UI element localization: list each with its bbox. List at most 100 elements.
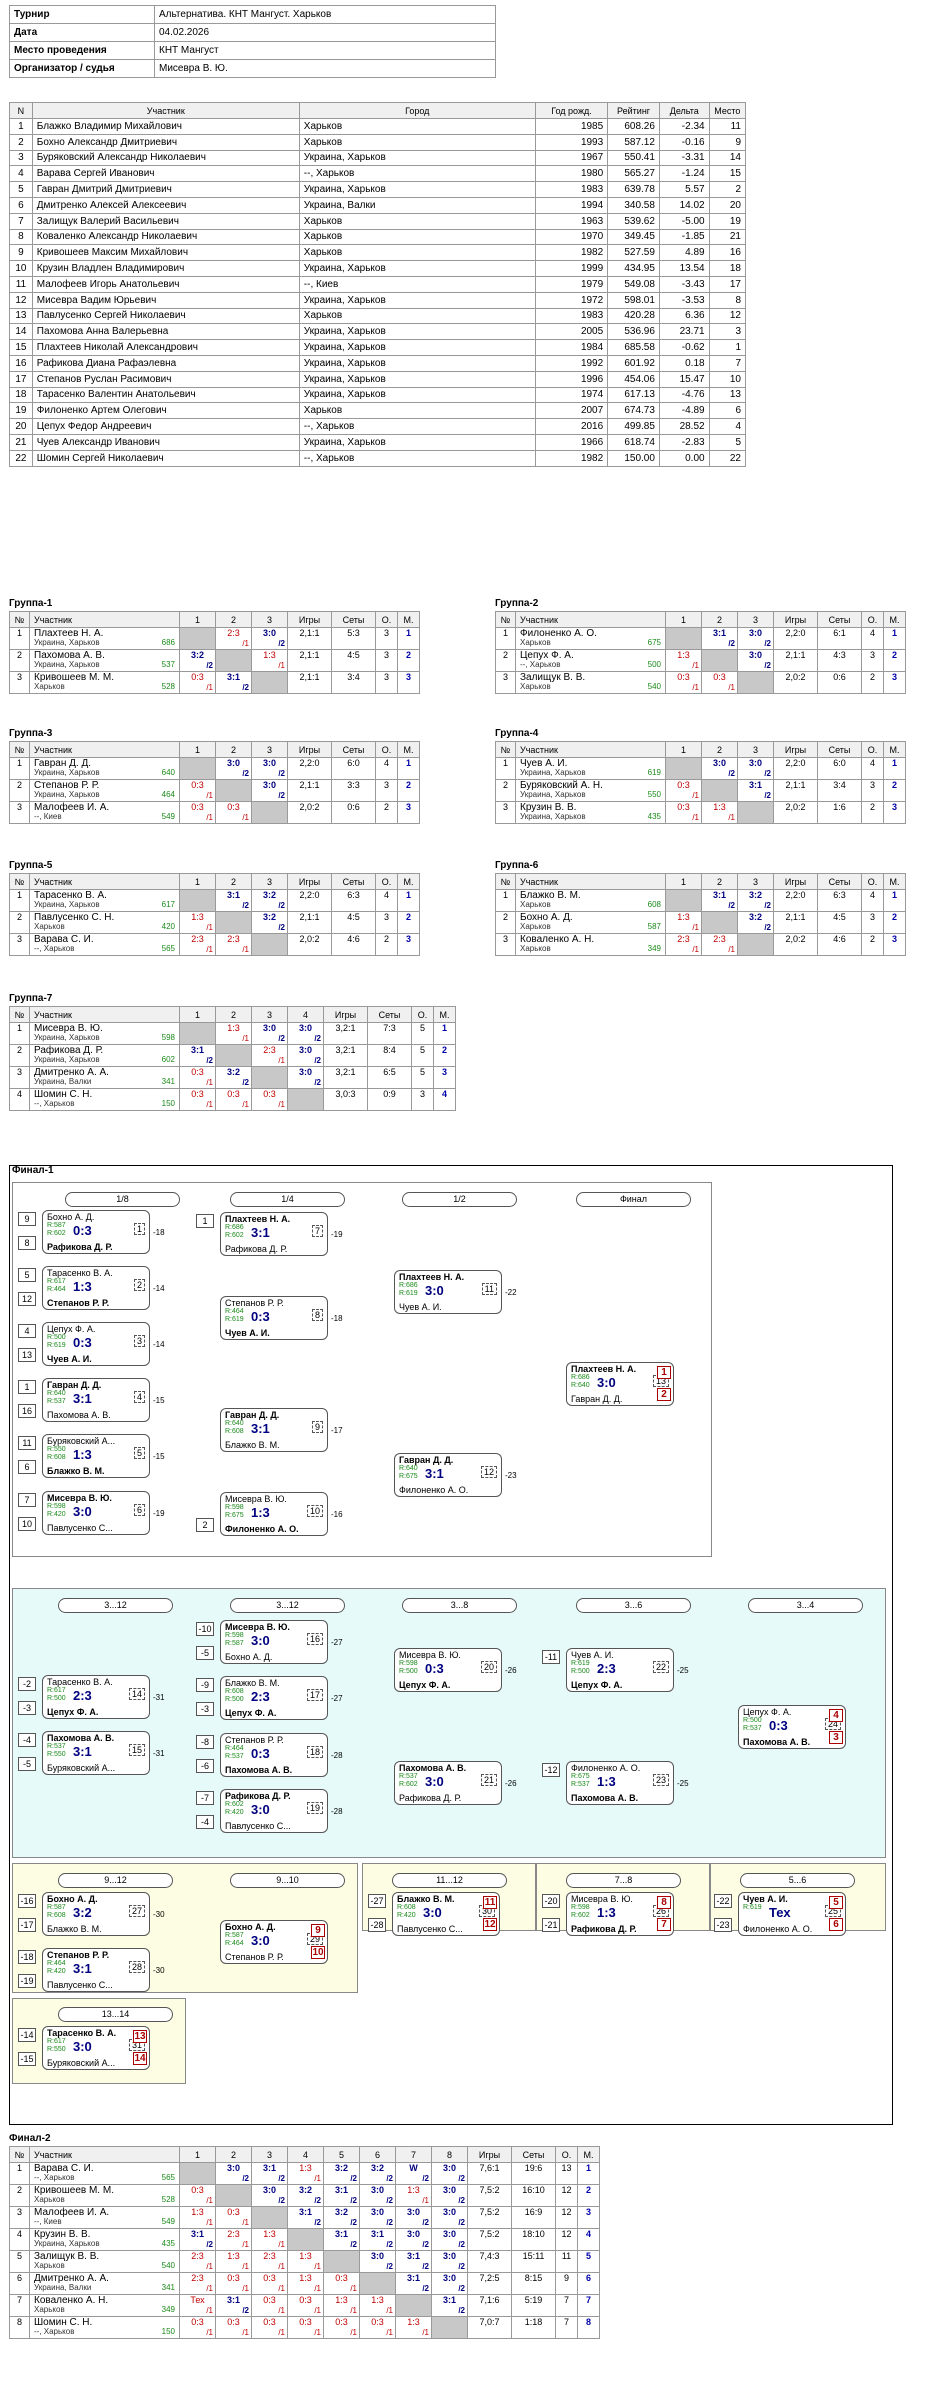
participant-name: Крузин В. В. <box>34 2229 91 2241</box>
match-score: Тех <box>769 1905 791 1920</box>
player-1: Бохно А. Д. <box>225 1922 276 1932</box>
match-number: 5 <box>133 1447 145 1459</box>
column-header: 5 <box>323 2146 360 2163</box>
sets: 4:5 <box>817 911 862 934</box>
points: 2 <box>375 933 398 956</box>
sets: 6:1 <box>817 627 862 650</box>
games: 7,0:7 <box>467 2316 512 2339</box>
slash-marker: /1 <box>278 1100 285 1109</box>
match-number: 7 <box>311 1225 323 1237</box>
final-place: 8 <box>657 1896 671 1909</box>
column-header: Сеты <box>331 741 376 758</box>
player-2: Буряковский А... <box>47 1763 116 1773</box>
table-cell: 685.58 <box>607 339 660 356</box>
table-cell: 434.95 <box>607 260 660 277</box>
score-cell: 3:0/2 <box>359 2184 396 2207</box>
table-cell: --, Харьков <box>298 449 536 467</box>
slash-marker: /2 <box>350 2218 357 2227</box>
score-cell: 3:0/2 <box>737 649 774 672</box>
participant-name: Буряковский А. Н. <box>520 780 603 792</box>
column-header: № <box>495 741 516 758</box>
score-cell: 3:2/2 <box>359 2162 396 2185</box>
participant-name: Мисевра В. Ю. <box>34 1023 103 1035</box>
seed-number: -7 <box>196 1791 214 1805</box>
score: W <box>409 2163 418 2174</box>
table-cell: -3.31 <box>658 149 710 167</box>
points: 3 <box>375 911 398 934</box>
points: 4 <box>861 627 884 650</box>
player-1-rating: R:675 <box>571 1773 590 1780</box>
score: 3:2 <box>334 2207 348 2218</box>
score: 0:3 <box>227 2207 240 2218</box>
column-header: 2 <box>701 611 738 628</box>
slash-marker: /1 <box>206 813 213 822</box>
score: 1:3 <box>299 2251 312 2262</box>
seed-number: -5 <box>196 1646 214 1660</box>
player-1: Рафикова Д. Р. <box>225 1791 291 1801</box>
seed-number: -10 <box>196 1622 214 1636</box>
points: 3 <box>375 649 398 672</box>
place: 4 <box>577 2228 600 2251</box>
column-header: 8 <box>431 2146 468 2163</box>
games: 2,1:1 <box>287 671 332 694</box>
diagonal-cell <box>665 757 702 780</box>
sets: 16:10 <box>511 2184 556 2207</box>
score-cell: 3:2/2 <box>179 649 216 672</box>
slash-marker: /1 <box>206 683 213 692</box>
player-1: Блажко В. М. <box>225 1678 280 1688</box>
participant-city: --, Харьков <box>520 660 561 669</box>
place: 1 <box>577 2162 600 2185</box>
table-cell: 1983 <box>534 307 609 325</box>
points: 12 <box>555 2206 578 2229</box>
next-match-ref: -15 <box>153 1396 165 1405</box>
score: 0:3 <box>335 2317 348 2328</box>
participant-name: Блажко В. М. <box>520 890 581 902</box>
player-2-rating: R:587 <box>225 1640 244 1647</box>
score: 3:2 <box>262 912 276 923</box>
row-number: 1 <box>9 1022 30 1045</box>
games: 2,2:0 <box>773 889 818 912</box>
table-cell: 14 <box>9 323 33 341</box>
score-cell: 1:3/1 <box>665 649 702 672</box>
score-cell: 3:1/2 <box>323 2184 360 2207</box>
table-cell: 8 <box>9 228 33 246</box>
column-header: 1 <box>665 873 702 890</box>
slash-marker: /2 <box>206 2240 213 2249</box>
slash-marker: /2 <box>386 2240 393 2249</box>
slash-marker: /1 <box>242 639 249 648</box>
diagonal-cell <box>701 911 738 934</box>
table-cell: -3.43 <box>658 275 710 293</box>
player-2: Рафикова Д. Р. <box>399 1793 462 1803</box>
seed-number: -15 <box>18 2052 36 2066</box>
games: 2,1:1 <box>287 911 332 934</box>
score-cell: 1:3/1 <box>287 2272 324 2295</box>
table-cell: 1979 <box>534 275 609 293</box>
table-cell: Харьков <box>298 244 536 262</box>
participant-name: Крузин В. В. <box>520 802 577 814</box>
score: 3:0 <box>262 2185 276 2196</box>
score: 1:3 <box>227 2251 240 2262</box>
column-header: О. <box>861 741 884 758</box>
column-header: Участник <box>29 873 180 890</box>
player-1: Гавран Д. Д. <box>47 1380 102 1390</box>
table-cell: Дмитренко Алексей Алексеевич <box>31 196 300 214</box>
score-cell: 0:3/1 <box>179 671 216 694</box>
match-score: 1:3 <box>251 1505 270 1520</box>
table-cell: 14.02 <box>658 196 710 214</box>
score: 3:1 <box>226 890 240 901</box>
